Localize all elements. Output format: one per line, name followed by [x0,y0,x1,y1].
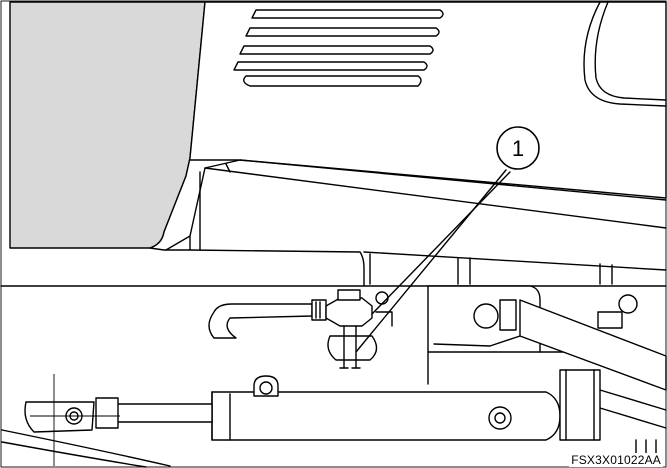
right-bolt [597,311,623,329]
sensor-cap [337,289,361,301]
bracket-slot [499,299,517,331]
grease-fitting [618,294,638,314]
hose-fitting [311,299,327,321]
vent-slots [233,9,444,87]
cylinder-hole [488,406,512,430]
bolt-head [375,291,389,305]
callout-circle [496,126,540,170]
rod-collar [95,397,119,429]
top-panel [9,1,667,287]
cab-window [583,1,667,107]
bottom-panel [1,285,667,468]
wheel-arc [1,429,171,467]
tie-rod-end [559,369,601,441]
hose [208,303,313,339]
sensor-body [325,297,373,327]
connector [327,335,378,361]
leader-line [355,169,507,353]
piston-rod [115,403,213,423]
callout-1: 1 [355,126,540,353]
cover-edge [189,159,667,201]
callout-label: 1 [512,136,524,161]
engine-cover [149,1,667,251]
rod-end [24,401,95,433]
linkage-arm [519,299,667,391]
bracket-hole [473,303,499,329]
frame-bracket [189,249,365,287]
figure-code: FSX3X01022AA [569,453,663,467]
leader-line-2 [371,171,511,315]
